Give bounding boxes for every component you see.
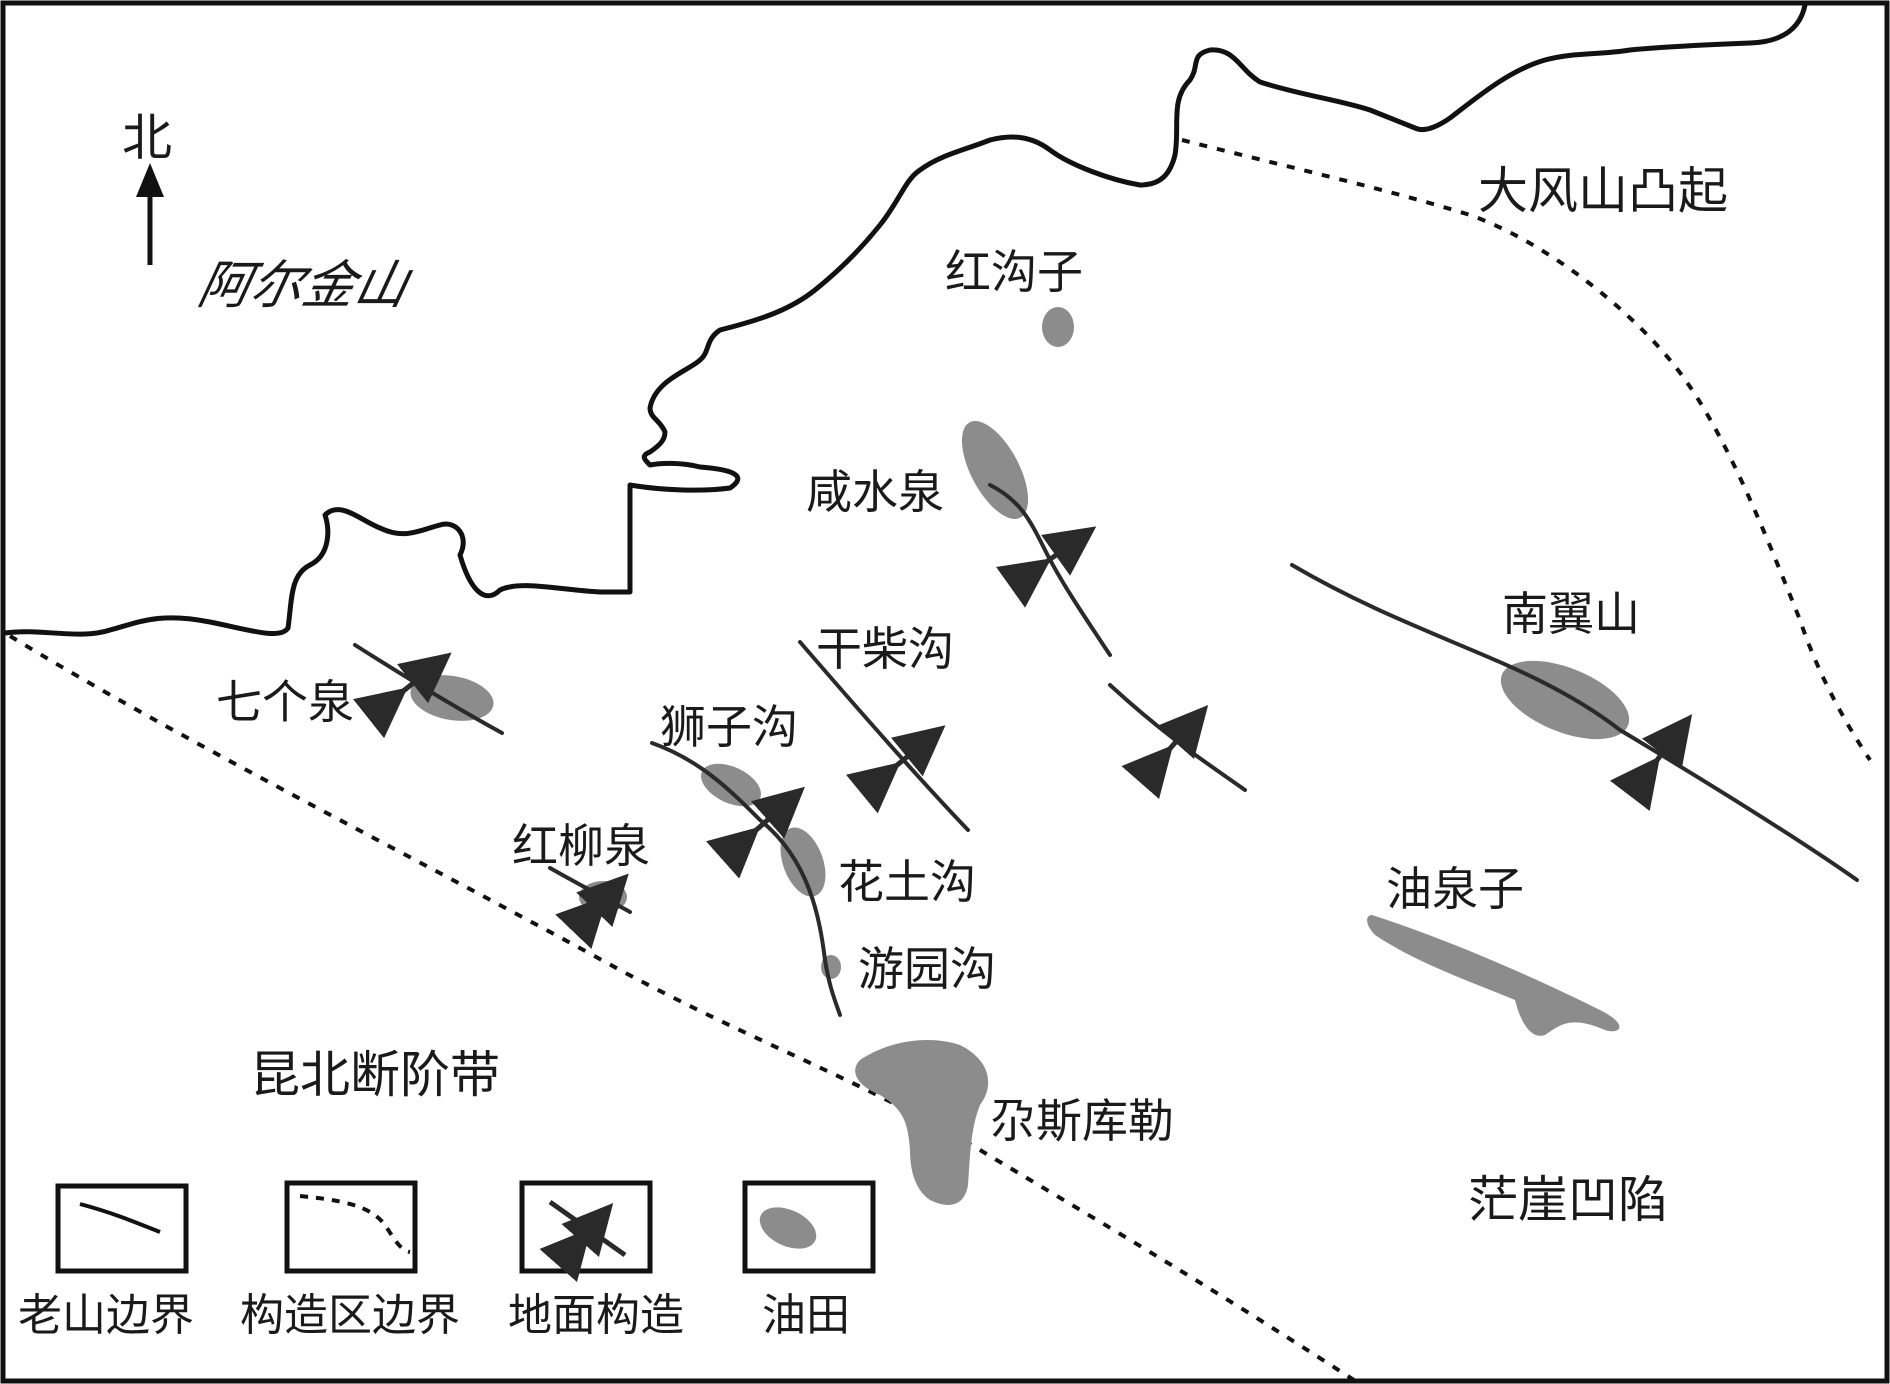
legend-label-structural-boundary: 构造区边界: [240, 1290, 460, 1341]
oilfield-wusikule: [855, 1040, 989, 1205]
legend-box-old-mountain-boundary: [55, 1183, 189, 1274]
anticline-arrow-nanyishan: [1609, 714, 1693, 812]
place-label-youyuangou: 游园沟: [858, 942, 996, 996]
structural-boundary-dafengshan: [1181, 138, 1872, 762]
place-label-huatugou: 花土沟: [838, 855, 976, 909]
oilfield-shizigou: [701, 763, 761, 807]
legend-symbol-structural-boundary: [299, 1194, 411, 1254]
place-label-hongliuquan: 红柳泉: [512, 819, 650, 873]
legend-symbol-oilfield: [759, 1207, 817, 1249]
legend-label-old-mountain-boundary: 老山边界: [18, 1290, 194, 1341]
old-mountain-boundary-line: [4, 4, 1808, 637]
place-label-youquanzi: 油泉子: [1386, 862, 1524, 916]
region-label-mangya: 茫崖凹陷: [1468, 1171, 1668, 1229]
anticline-arrow-qigequan: [352, 652, 452, 739]
legend-symbol-old-mountain-boundary: [79, 1202, 161, 1234]
place-label-qigequan: 七个泉: [216, 675, 354, 729]
region-label-kunbei: 昆北断阶带: [250, 1046, 500, 1104]
structural-boundary-kunbei: [8, 634, 1362, 1384]
legend: 老山边界 构造区边界 地面构造 油田: [18, 1180, 876, 1341]
oilfield-honggouzi: [1042, 307, 1074, 347]
legend-label-oilfield: 油田: [762, 1290, 850, 1341]
anticline-arrow-xianshuiquan: [996, 526, 1097, 608]
oilfield-youquanzi: [1367, 915, 1620, 1036]
oilfield-huatugou: [780, 827, 826, 897]
place-label-shizigou: 狮子沟: [660, 700, 798, 754]
legend-label-surface-structure: 地面构造: [508, 1290, 684, 1341]
place-label-xianshuiquan: 咸水泉: [806, 465, 944, 519]
region-label-dafengshan: 大风山凸起: [1478, 162, 1728, 220]
mountain-label: 阿尔金山: [193, 256, 417, 316]
oilfield-xianshuiquan: [961, 421, 1029, 519]
place-label-wusikule: 尕斯库勒: [990, 1094, 1174, 1148]
legend-box-structural-boundary: [284, 1180, 418, 1274]
anticline-markers: [352, 526, 1693, 949]
place-label-ganchaigou: 干柴沟: [816, 622, 954, 676]
anticline-arrow-hongliuquan: [555, 873, 629, 949]
north-label: 北: [122, 109, 172, 167]
north-arrow: 北: [122, 109, 172, 265]
anticline-arrow-ganchaigou: [845, 725, 946, 814]
anticline-arrow-south: [1121, 704, 1209, 800]
place-label-honggouzi: 红沟子: [945, 245, 1083, 299]
oilfields: [410, 307, 1630, 1205]
legend-symbol-surface-structure-arrow: [539, 1202, 614, 1283]
anticline-arrow-shizigou: [705, 786, 805, 879]
place-label-nanyishan: 南翼山: [1502, 587, 1640, 641]
oilfield-nanyishan: [1500, 660, 1630, 740]
surface-structures: [353, 483, 1859, 1017]
north-arrow-head: [136, 163, 164, 197]
